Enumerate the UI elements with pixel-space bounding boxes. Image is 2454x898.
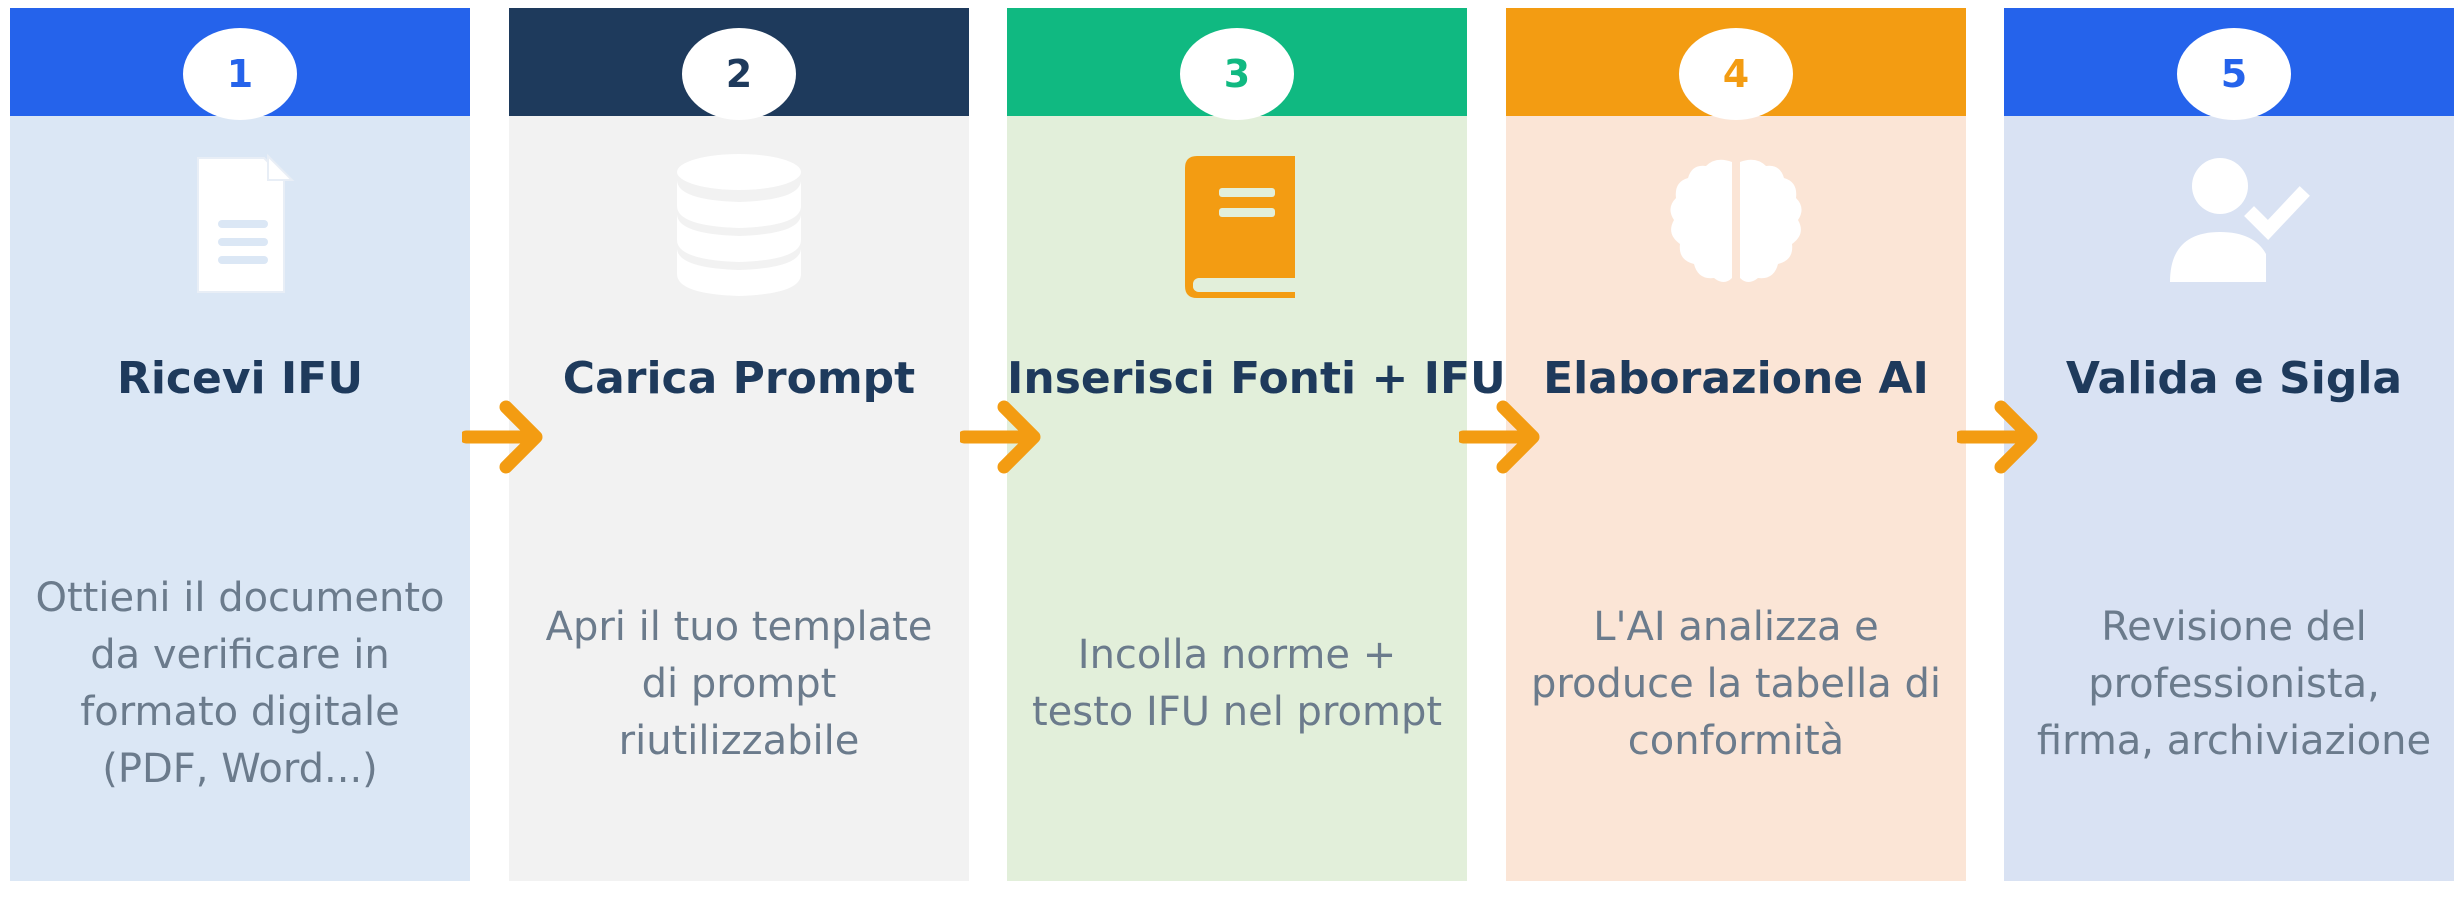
user-check-icon: [2154, 150, 2314, 300]
step-4-description: L'AI analizza e produce la tabella di co…: [1526, 599, 1946, 770]
arrow-right-icon: [462, 397, 546, 477]
database-icon: [659, 150, 819, 300]
step-2-title: Carica Prompt: [562, 353, 916, 404]
document-icon: [160, 150, 320, 300]
step-2-header: 2: [509, 8, 969, 120]
step-1-title: Ricevi IFU: [116, 353, 364, 404]
step-5-desc-line: professionista,: [2088, 661, 2380, 707]
step-2-description: Apri il tuo template di prompt riutilizz…: [529, 599, 949, 770]
step-1-header: 1: [10, 8, 470, 120]
step-4-panel: [1506, 116, 1966, 881]
step-5-header: 5: [2004, 8, 2454, 120]
step-5-desc-line: Revisione del: [2101, 604, 2367, 650]
step-5: 5 Valida e Sigla Revisione del professio…: [2004, 8, 2454, 881]
book-icon: [1157, 150, 1317, 300]
step-4: 4 Elaborazione AI L'AI analizza e produc…: [1506, 8, 1966, 881]
step-3-description: Incolla norme + testo IFU nel prompt: [1027, 627, 1447, 741]
step-2-desc-line: di prompt: [641, 661, 837, 707]
step-4-title: Elaborazione AI: [1543, 353, 1929, 404]
step-5-desc-line: firma, archiviazione: [2036, 718, 2432, 764]
arrow-right-icon: [1957, 397, 2041, 477]
step-1-description: Ottieni il documento da verificare in fo…: [30, 570, 450, 798]
step-2-desc-line: riutilizzabile: [618, 718, 860, 764]
step-1-desc-line: da verificare in: [90, 632, 390, 678]
step-3-title: Inserisci Fonti + IFU: [1007, 353, 1506, 404]
step-4-header: 4: [1506, 8, 1966, 120]
step-1-desc-line: (PDF, Word...): [102, 746, 378, 792]
step-5-number: 5: [2177, 28, 2291, 120]
step-1-desc-line: formato digitale: [80, 689, 400, 735]
step-4-desc-line: L'AI analizza e: [1593, 604, 1879, 650]
step-2: 2 Carica Prompt Apri il tuo template di …: [509, 8, 969, 881]
step-2-number: 2: [682, 28, 796, 120]
step-4-desc-line: produce la tabella di: [1531, 661, 1941, 707]
arrow-right-icon: [1459, 397, 1543, 477]
step-3-number: 3: [1180, 28, 1294, 120]
step-3: 3 Inserisci Fonti + IFU Incolla norme + …: [1007, 8, 1506, 881]
step-1-number: 1: [183, 28, 297, 120]
step-2-desc-line: Apri il tuo template: [545, 604, 933, 650]
step-4-desc-line: conformità: [1627, 718, 1845, 764]
step-5-title: Valida e Sigla: [2065, 353, 2403, 404]
arrow-right-icon: [960, 397, 1044, 477]
step-3-desc-line: testo IFU nel prompt: [1031, 689, 1443, 735]
step-4-number: 4: [1679, 28, 1793, 120]
step-3-desc-line: Incolla norme +: [1077, 632, 1397, 678]
brain-icon: [1656, 150, 1816, 300]
step-1: 1 Ricevi IFU Ottieni il documento da ver…: [10, 8, 470, 881]
step-3-header: 3: [1007, 8, 1467, 120]
step-1-desc-line: Ottieni il documento: [35, 575, 445, 621]
step-5-description: Revisione del professionista, firma, arc…: [2024, 599, 2444, 770]
